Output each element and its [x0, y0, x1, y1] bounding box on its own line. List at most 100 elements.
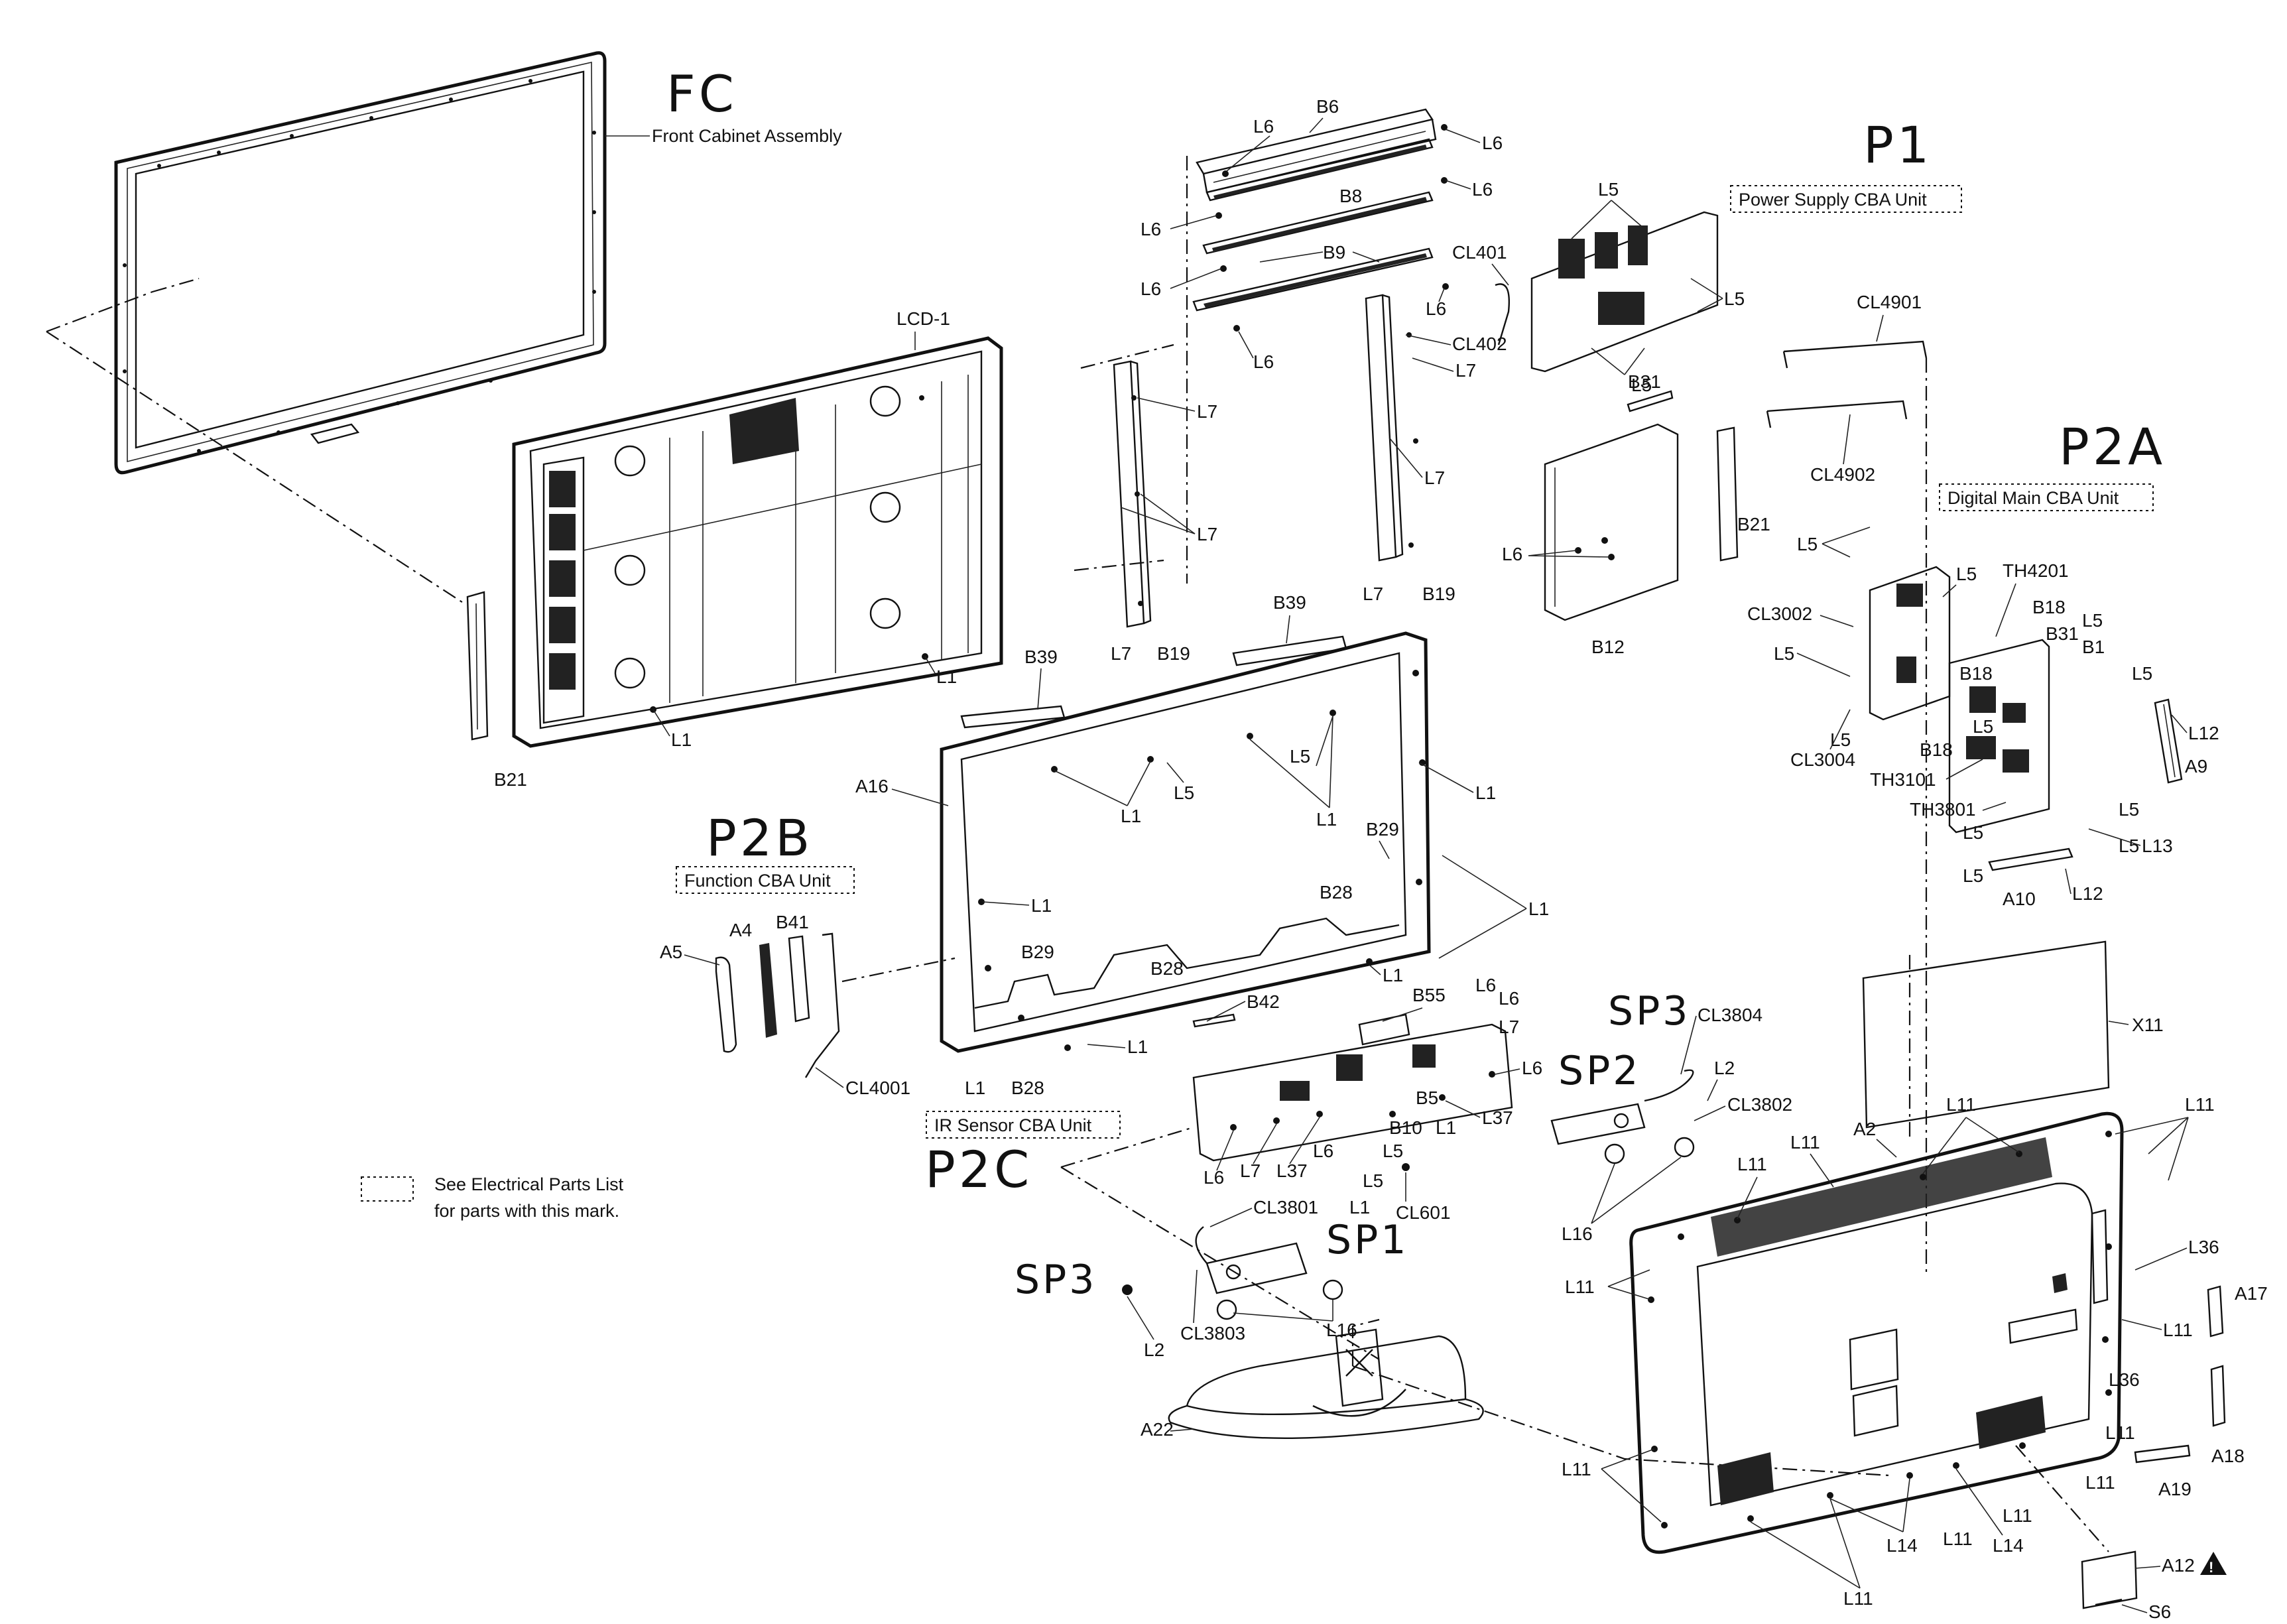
l11-label-6: L11: [2163, 1320, 2193, 1340]
l7-label-1: L7: [1197, 401, 1217, 422]
b12-label: B12: [1591, 637, 1625, 657]
caution-triangle-icon: !: [2200, 1552, 2227, 1576]
l11-label-11: L11: [1943, 1529, 1973, 1549]
th3801-label: TH3801: [1910, 799, 1976, 820]
l11-label-7: L11: [2105, 1422, 2135, 1443]
cl3004-label: CL3004: [1790, 749, 1855, 770]
l5-label-p2a-7: L5: [1830, 729, 1851, 750]
l16-label-top: L16: [1562, 1223, 1593, 1244]
digital-main-label: Digital Main CBA Unit: [1947, 488, 2119, 508]
power-supply-board: [1495, 211, 1719, 373]
l11-label-5: L11: [1565, 1277, 1595, 1297]
l7-label-ir-2: L7: [1240, 1160, 1261, 1181]
l6-label-7: L6: [1253, 351, 1274, 372]
l7-label-2: L7: [1197, 524, 1217, 544]
a22-label: A22: [1141, 1419, 1174, 1440]
sp3-title-bottom: SP3: [1015, 1257, 1097, 1303]
l6-label-ir-5: L6: [1313, 1141, 1333, 1161]
l1-label-a16-7: L1: [1127, 1036, 1148, 1057]
b9-label: B9: [1323, 242, 1345, 263]
l1-label-a16-3: L1: [1475, 782, 1496, 803]
speaker-sp1: [1122, 1226, 1343, 1320]
p2c-title: P2C: [925, 1140, 1032, 1199]
l1-label-lcd: L1: [936, 666, 957, 687]
l6-label-ir-3: L6: [1522, 1058, 1542, 1078]
p2b-title: P2B: [706, 808, 813, 867]
a17-label: A17: [2235, 1283, 2268, 1304]
a19-label: A19: [2158, 1479, 2192, 1499]
l6-label-b12: L6: [1502, 544, 1522, 564]
rear-frame-a16: [940, 631, 1431, 1053]
l36-label-2: L36: [2109, 1369, 2140, 1390]
cl3804-label: CL3804: [1698, 1005, 1762, 1025]
l1-label-lcd-bottom: L1: [671, 729, 692, 750]
b5-label: B5: [1416, 1088, 1438, 1108]
part-a18: [2210, 1365, 2226, 1427]
l7-label-6: L7: [1363, 584, 1383, 604]
l6-label-6: L6: [1426, 298, 1446, 319]
a18-label: A18: [2211, 1446, 2245, 1466]
l14-label-2: L14: [1993, 1535, 2024, 1556]
l5-label-ir-2: L5: [1363, 1170, 1383, 1191]
ir-sensor-label: IR Sensor CBA Unit: [934, 1115, 1092, 1135]
l11-label-8: L11: [2085, 1472, 2115, 1493]
cl4902-label: CL4902: [1810, 464, 1875, 485]
l5-label-p2a-5: L5: [2132, 663, 2152, 684]
svg-text:!: !: [2209, 1559, 2213, 1576]
cl401-label: CL401: [1452, 242, 1507, 263]
l7-label-4: L7: [1455, 360, 1476, 381]
cl402-label: CL402: [1452, 334, 1507, 354]
b29-label-top: B29: [1366, 819, 1399, 840]
b1-label: B1: [2082, 637, 2105, 657]
l5-label-p2a-2: L5: [1956, 564, 1977, 584]
l5-label-p1-bottom: L5: [1631, 375, 1652, 395]
b21-label-left: B21: [494, 769, 527, 790]
bracket-b12: [1544, 423, 1679, 621]
b42-label: B42: [1247, 991, 1280, 1012]
a10-label: A10: [2003, 889, 2036, 909]
ir-sensor-board: [1192, 1013, 1513, 1171]
lcd1-label: LCD-1: [896, 308, 950, 329]
l5-label-ir: L5: [1383, 1141, 1403, 1161]
b28-label-left: B28: [1011, 1078, 1044, 1098]
l1-label-a16-5: L1: [1528, 899, 1549, 919]
bracket-b9: [1202, 191, 1434, 255]
l6-label-4: L6: [1141, 219, 1161, 239]
l7-label-3: L7: [1111, 643, 1131, 664]
l5-label-p2a-9: L5: [1963, 822, 1983, 843]
l1-label-a16-1: L1: [1121, 806, 1141, 826]
l6-label-1: L6: [1253, 116, 1274, 137]
bracket-a9: [2154, 698, 2183, 784]
l11-label-1: L11: [1790, 1132, 1820, 1153]
l5-label-p2a-8: L5: [2119, 799, 2139, 820]
th4201-label: TH4201: [2003, 560, 2069, 581]
rear-cabinet-a2: [1629, 1111, 2124, 1554]
cl4001-label: CL4001: [845, 1078, 910, 1098]
sp3-title-top: SP3: [1608, 988, 1690, 1034]
l11-label-10: L11: [2003, 1505, 2032, 1526]
bracket-b8: [1205, 138, 1434, 202]
b55-label: B55: [1412, 985, 1446, 1005]
b19-label-left: B19: [1157, 643, 1190, 664]
cl3801-label: CL3801: [1253, 1197, 1318, 1218]
l5-label-p2a-3: L5: [2082, 610, 2103, 631]
label-sheet-x11: [1862, 940, 2110, 1129]
a9-label: A9: [2185, 756, 2207, 777]
l5-label-p2a-10: L5: [2119, 836, 2139, 856]
l5-label-p1-top: L5: [1598, 179, 1619, 200]
l6-label-ir-1: L6: [1475, 975, 1496, 995]
l2-label-bottom: L2: [1144, 1340, 1164, 1360]
note-line-2: for parts with this mark.: [434, 1201, 619, 1221]
a2-label: A2: [1853, 1119, 1876, 1139]
l12-label-1: L12: [2188, 723, 2219, 743]
plate-a12: [2081, 1550, 2138, 1609]
a5-label: A5: [660, 942, 682, 962]
p2a-title: P2A: [2059, 417, 2166, 476]
cl3803-label: CL3803: [1180, 1323, 1245, 1343]
l7-label-5: L7: [1424, 468, 1445, 488]
b28-label-right: B28: [1320, 882, 1353, 903]
front-cabinet-assembly: [114, 51, 607, 475]
l11-label-9: L11: [1562, 1459, 1591, 1479]
b18-label-1: B18: [2032, 597, 2066, 617]
